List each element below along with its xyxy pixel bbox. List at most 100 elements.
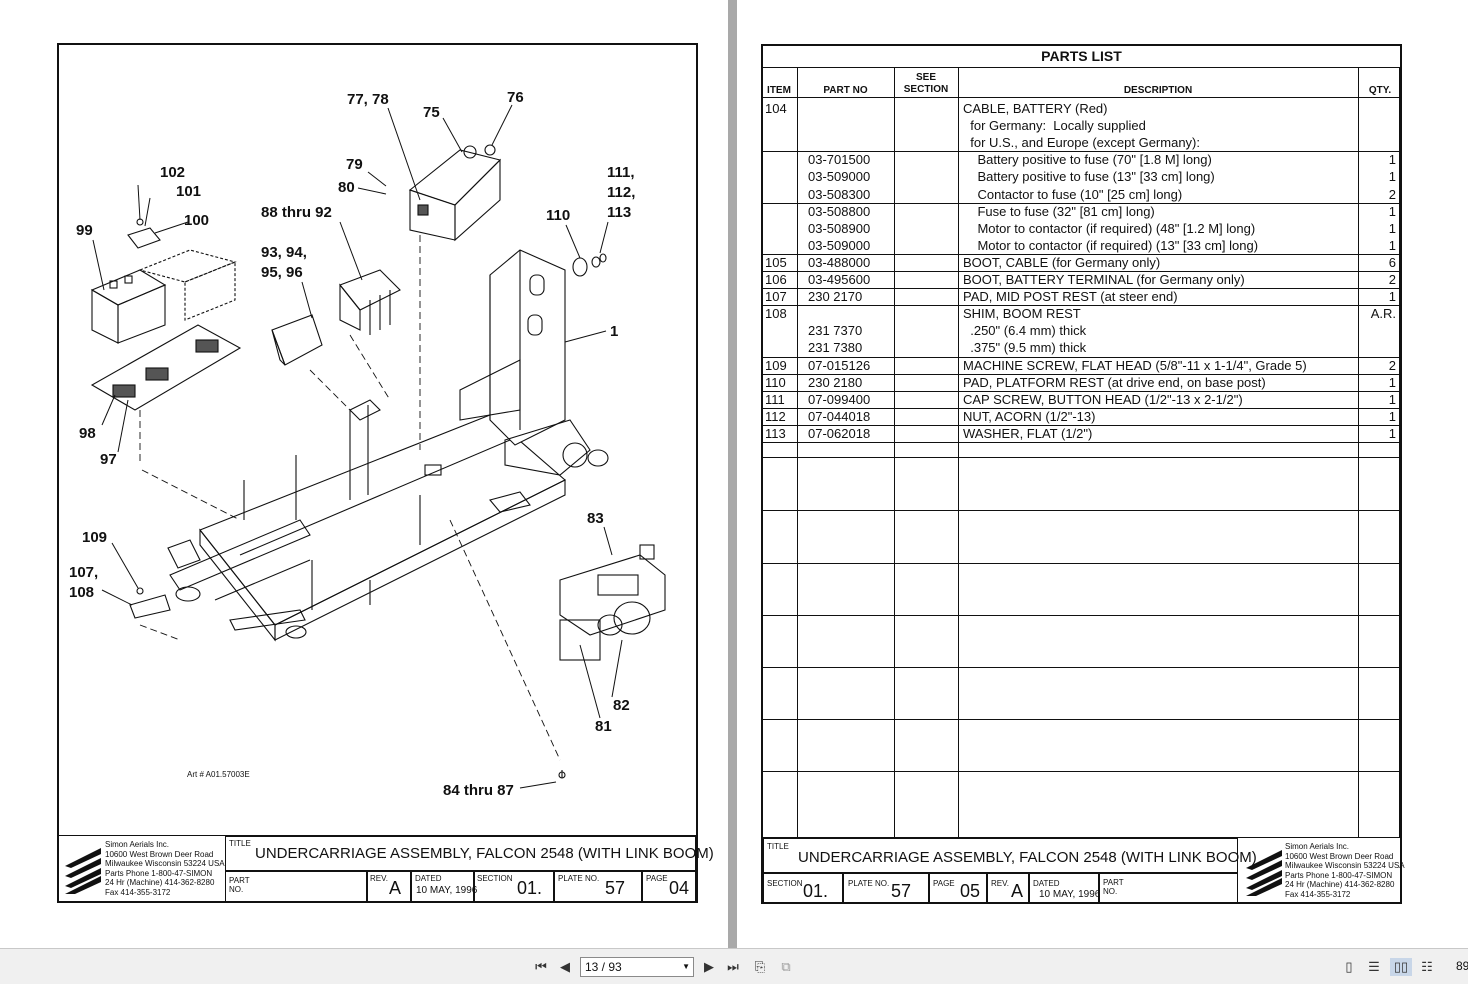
title-cell-right [763,838,1238,873]
row-part-no: 230 2170 [808,289,863,305]
row-description: Contactor to fuse (10" [25 cm] long) [963,186,1183,202]
rotate-icon[interactable]: ⎘ [754,959,766,974]
row-qty: A.R. [1370,306,1396,322]
row-separator [761,305,1402,307]
callout-81: 81 [595,718,612,735]
part-no-cell [225,871,367,902]
next-page-icon[interactable]: ▶ [704,959,714,974]
row-separator [761,356,1402,358]
callout-1: 1 [610,323,619,340]
row-separator [761,390,1402,392]
drawing-title-right: UNDERCARRIAGE ASSEMBLY, FALCON 2548 (WIT… [798,849,1257,866]
row-qty: 1 [1388,374,1396,390]
row-part-no: 07-099400 [808,391,871,407]
first-page-icon[interactable]: ⏮ [535,959,547,974]
part-no-cell-right [1099,873,1238,904]
rev-value-right: A [1011,881,1024,901]
row-qty: 6 [1388,254,1396,270]
page-value: 04 [669,878,690,898]
callout-83: 83 [587,510,604,527]
art-number: Art # A01.57003E [187,770,250,779]
drawing-title: UNDERCARRIAGE ASSEMBLY, FALCON 2548 (WIT… [255,845,714,862]
page-label: PAGE [646,874,668,883]
row-separator [761,373,1402,375]
row-qty: 1 [1388,169,1396,185]
drawing-frame [57,43,698,903]
plate-label: PLATE NO. [558,874,600,883]
company-address: Simon Aerials Inc. 10600 West Brown Deer… [105,840,225,897]
facing-icon[interactable]: ▯▯ [1390,958,1412,976]
rev-value: A [389,878,402,898]
single-page-icon[interactable]: ▯ [1345,959,1353,974]
row-part-no: 07-044018 [808,408,871,424]
row-part-no: 03-509000 [808,169,871,185]
section-value: 01. [517,878,543,898]
zoom-level[interactable]: 89 [1456,959,1468,973]
row-item: 113 [765,425,786,441]
row-description: CABLE, BATTERY (Red) [963,101,1108,116]
simon-logo-icon [65,848,101,894]
row-part-no: 03-495600 [808,272,871,287]
row-separator [761,271,1402,272]
callout-84-87: 84 thru 87 [443,782,514,799]
callout-111-113: 111, 112, 113 [607,164,636,221]
row-part-no: 03-508800 [808,203,871,219]
dated-label: DATED [415,874,442,883]
row-qty: 1 [1388,425,1396,441]
part-no-label-right: PART NO. [1103,878,1124,896]
row-description: .375" (9.5 mm) thick [963,340,1087,356]
last-page-icon[interactable]: ⏭ [727,959,739,974]
callout-93-96: 93, 94, 95, 96 [261,244,307,281]
row-part-no: 230 2180 [808,374,863,390]
callout-80: 80 [338,179,355,196]
row-item: 111 [765,391,785,407]
row-description: BOOT, BATTERY TERMINAL (for Germany only… [963,272,1245,287]
row-part-no: 07-062018 [808,425,871,441]
page-indicator: 13 / 93 [585,960,622,974]
row-qty: 1 [1388,203,1396,219]
callout-109: 109 [82,529,108,546]
section-cell [474,871,554,902]
title-block-right: TITLE UNDERCARRIAGE ASSEMBLY, FALCON 254… [763,837,1405,904]
row-part-no: 231 7370 [808,323,863,339]
left-page: 77, 78 75 76 79 80 102 101 100 99 88 thr… [0,0,728,948]
page-label-right: PAGE [933,879,955,888]
row-separator [761,151,1402,153]
row-separator [761,288,1402,290]
callout-79: 79 [346,156,363,173]
row-item: 106 [765,272,787,287]
prev-page-icon[interactable]: ◀ [560,959,570,974]
row-separator [761,407,1402,409]
plate-label-right: PLATE NO. [848,879,890,888]
continuous-icon[interactable]: ☰ [1368,959,1380,974]
callout-75: 75 [423,104,440,121]
page-number-field[interactable]: 13 / 93 ▼ [580,957,694,977]
page-gutter [728,0,737,948]
row-separator [761,202,1402,204]
row-item: 104 [765,101,787,116]
row-item: 109 [765,357,787,373]
section-value-right: 01. [803,881,829,901]
callout-77-78: 77, 78 [347,91,389,108]
facing-continuous-icon[interactable]: ☷ [1421,959,1433,974]
row-separator [761,424,1402,426]
row-description: .250" (6.4 mm) thick [963,323,1087,339]
fit-icon[interactable]: ⧉ [781,959,791,974]
row-part-no: 231 7380 [808,340,863,356]
chevron-down-icon[interactable]: ▼ [682,962,690,971]
callout-100: 100 [184,212,210,229]
viewer-toolbar: ⏮ ◀ 13 / 93 ▼ ▶ ⏭ ⎘ ⧉ ▯ ☰ ▯▯ ☷ 89 [0,948,1468,984]
rev-label-right: REV. [991,879,1009,888]
row-part-no: 03-508900 [808,220,871,236]
row-qty: 1 [1388,391,1396,407]
row-description: MACHINE SCREW, FLAT HEAD (5/8"-11 x 1-1/… [963,357,1307,373]
section-cell-right [763,873,843,904]
row-qty: 2 [1388,186,1396,202]
callout-98: 98 [79,425,96,442]
section-label: SECTION [477,874,513,883]
company-address-right: Simon Aerials Inc. 10600 West Brown Deer… [1285,842,1405,899]
row-description: NUT, ACORN (1/2"-13) [963,408,1096,424]
section-label-right: SECTION [767,879,803,888]
plate-cell-right [843,873,929,904]
row-description: for Germany: Locally supplied [963,118,1146,134]
